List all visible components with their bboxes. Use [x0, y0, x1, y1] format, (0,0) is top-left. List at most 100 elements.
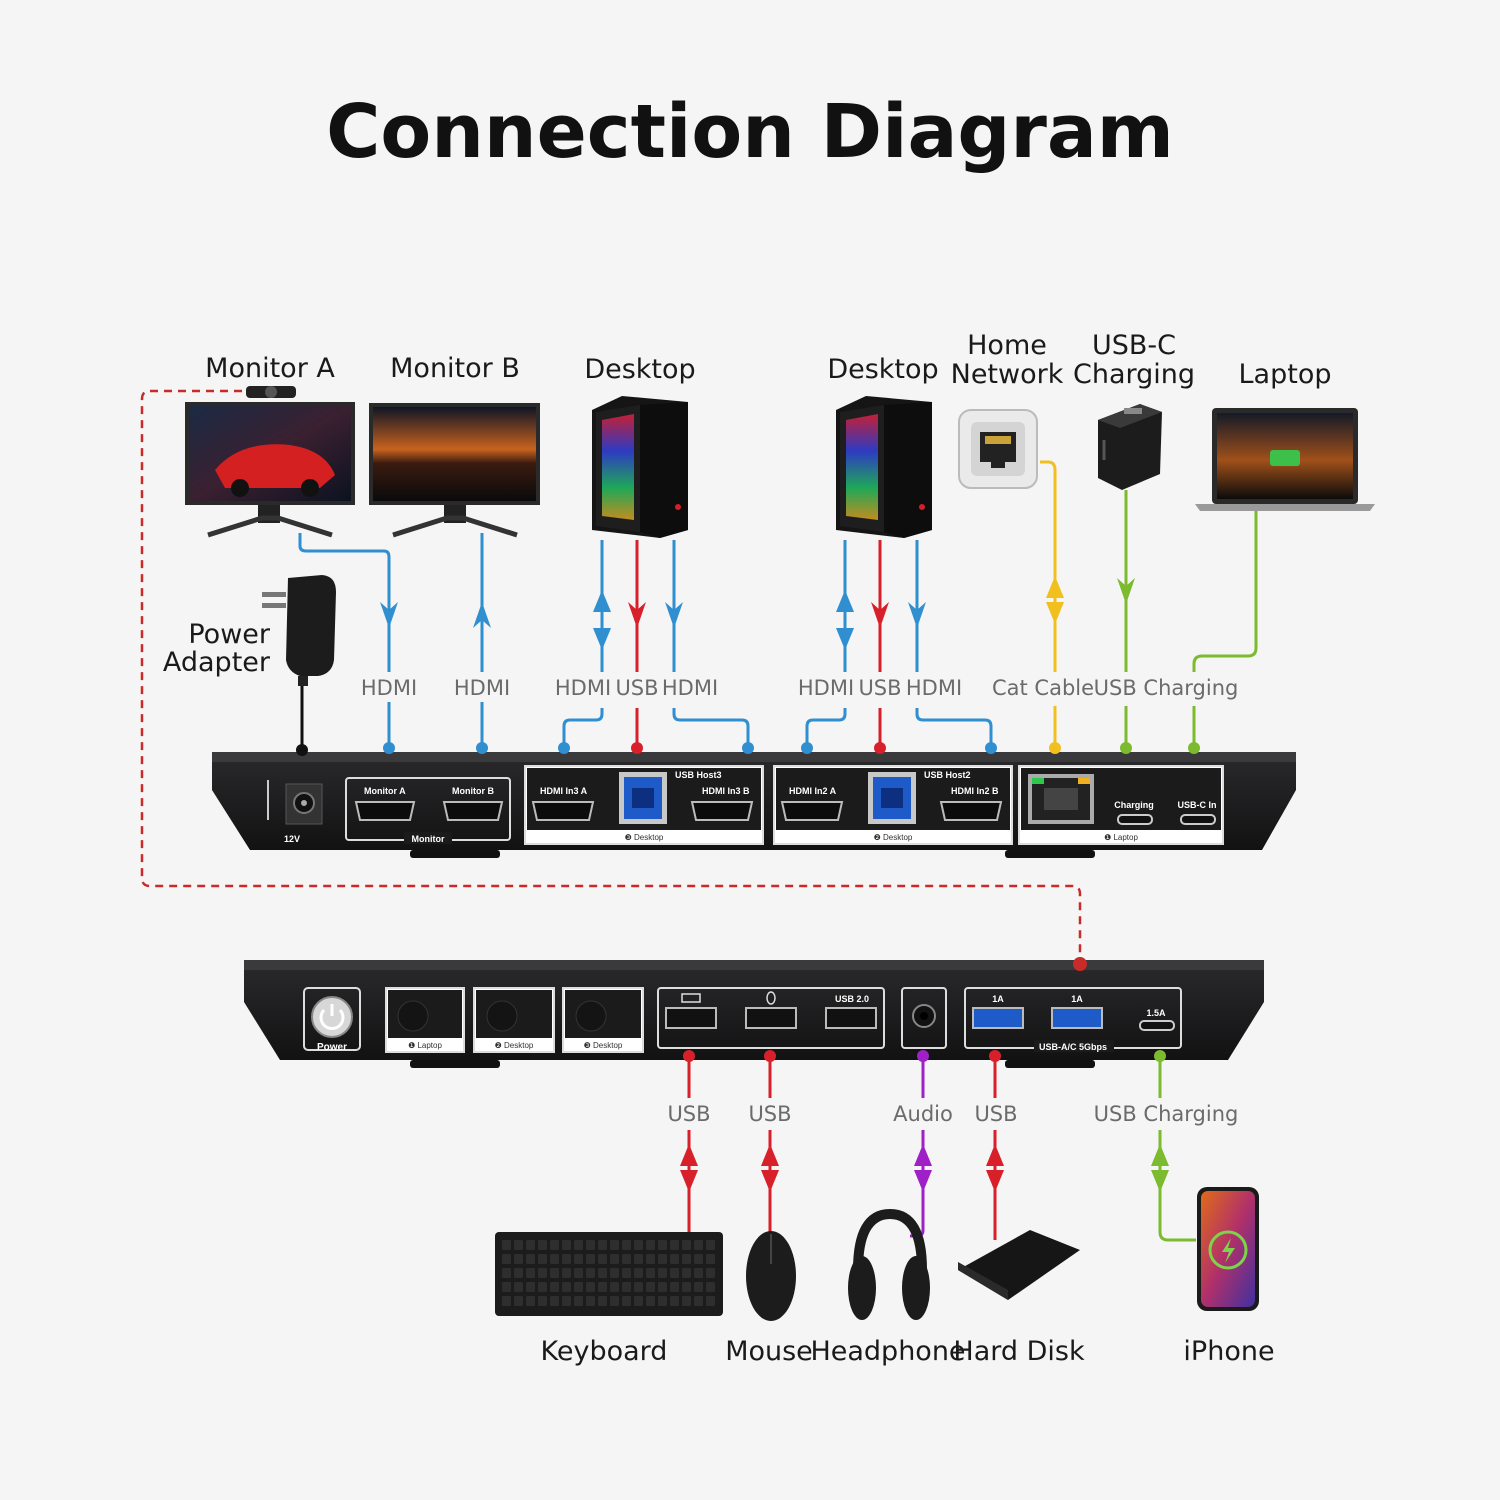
bottom-cable-label-2: USB — [748, 1102, 791, 1126]
keyboard-device — [495, 1232, 723, 1316]
cable-desktop2-hdmi-b — [915, 540, 993, 748]
cable-label-4: USB — [615, 676, 658, 700]
cable-monitor-a — [298, 533, 391, 748]
keyboard-key — [706, 1296, 715, 1306]
usbc-charger-device — [1098, 404, 1162, 490]
keyboard-key — [610, 1254, 619, 1264]
keyboard-key — [646, 1254, 655, 1264]
power-adapter-label-1: Power — [188, 619, 271, 650]
keyboard-key — [670, 1296, 679, 1306]
home-network-label-1: Home — [967, 330, 1047, 361]
keyboard-key — [550, 1254, 559, 1264]
keyboard-key — [634, 1240, 643, 1250]
bottom-cable-label-5: USB Charging — [1094, 1102, 1239, 1126]
keyboard-key — [502, 1268, 511, 1278]
kvm-rear-panel: 12V Monitor A Monitor B Monitor USB Host… — [212, 752, 1296, 858]
keyboard-label: Keyboard — [541, 1336, 668, 1367]
keyboard-key — [622, 1282, 631, 1292]
keyboard-key — [670, 1268, 679, 1278]
keyboard-key — [682, 1296, 691, 1306]
keyboard-key — [610, 1282, 619, 1292]
keyboard-key — [586, 1240, 595, 1250]
cable-label-6: HDMI — [798, 676, 854, 700]
mouse-device — [746, 1231, 796, 1321]
keyboard-key — [658, 1240, 667, 1250]
keyboard-key — [670, 1240, 679, 1250]
front-button-2[interactable]: ❷ Desktop — [473, 987, 555, 1053]
keyboard-key — [706, 1254, 715, 1264]
keyboard-key — [682, 1268, 691, 1278]
top-cables — [298, 460, 1258, 750]
headphone-device — [848, 1208, 930, 1320]
keyboard-key — [610, 1240, 619, 1250]
rear-host2-label: USB Host2 — [924, 770, 971, 780]
cable-label-10: USB Charging — [1094, 676, 1239, 700]
keyboard-key — [646, 1296, 655, 1306]
keyboard-key — [658, 1268, 667, 1278]
bottom-arrows — [680, 1144, 1169, 1192]
home-network-device — [958, 409, 1038, 489]
keyboard-key — [634, 1296, 643, 1306]
keyboard-key — [550, 1296, 559, 1306]
keyboard-key — [598, 1240, 607, 1250]
keyboard-key — [502, 1254, 511, 1264]
cable-label-3: HDMI — [555, 676, 611, 700]
keyboard-key — [550, 1268, 559, 1278]
cable-label-1: HDMI — [361, 676, 417, 700]
front-power-label: Power — [317, 1042, 347, 1053]
keyboard-key — [670, 1254, 679, 1264]
cable-headphone — [910, 1056, 925, 1238]
keyboard-key — [562, 1268, 571, 1278]
bottom-cable-label-1: USB — [667, 1102, 710, 1126]
power-adapter-device — [262, 575, 336, 686]
rear-host3-label: USB Host3 — [675, 770, 722, 780]
rear-group3-label: ❸ Desktop — [625, 833, 664, 842]
keyboard-key — [538, 1282, 547, 1292]
keyboard-key — [562, 1296, 571, 1306]
link-dashed-line — [140, 389, 1082, 962]
keyboard-key — [598, 1282, 607, 1292]
keyboard-key — [526, 1282, 535, 1292]
keyboard-key — [526, 1240, 535, 1250]
keyboard-key — [610, 1296, 619, 1306]
keyboard-key — [706, 1282, 715, 1292]
keyboard-key — [682, 1282, 691, 1292]
monitor-a-label: Monitor A — [205, 353, 335, 384]
front-15a-label: 1.5A — [1146, 1008, 1166, 1018]
keyboard-key — [634, 1254, 643, 1264]
monitor-b-label: Monitor B — [390, 353, 520, 384]
front-btn3-label: ❸ Desktop — [584, 1041, 623, 1050]
bottom-cable-label-4: USB — [974, 1102, 1017, 1126]
bottom-cable-label-3: Audio — [893, 1102, 953, 1126]
front-button-3[interactable]: ❸ Desktop — [562, 987, 644, 1053]
top-arrows — [380, 576, 1135, 650]
keyboard-key — [694, 1240, 703, 1250]
keyboard-key — [706, 1268, 715, 1278]
rear-hdmi-in2a-label: HDMI In2 A — [789, 786, 837, 796]
usbc-charging-label-1: USB-C — [1092, 330, 1176, 361]
cable-desktop3-hdmi-b — [672, 540, 750, 748]
power-adapter-label-2: Adapter — [163, 647, 271, 678]
keyboard-key — [574, 1240, 583, 1250]
front-btn2-label: ❷ Desktop — [495, 1041, 534, 1050]
keyboard-key — [658, 1296, 667, 1306]
keyboard-key — [502, 1282, 511, 1292]
laptop-label: Laptop — [1239, 359, 1332, 390]
front-usb20-label: USB 2.0 — [835, 994, 869, 1004]
cable-iphone — [1158, 1056, 1196, 1242]
headphone-label: Headphone — [810, 1336, 965, 1367]
keyboard-key — [574, 1296, 583, 1306]
front-usb-group-label: USB-A/C 5Gbps — [1039, 1042, 1107, 1052]
keyboard-key — [538, 1240, 547, 1250]
desktop-3-label: Desktop — [584, 354, 695, 385]
usbc-charging-label-2: Charging — [1073, 359, 1195, 390]
keyboard-key — [538, 1254, 547, 1264]
keyboard-key — [586, 1254, 595, 1264]
keyboard-key — [622, 1240, 631, 1250]
keyboard-key — [586, 1268, 595, 1278]
monitor-b-device — [369, 403, 540, 538]
front-button-1[interactable]: ❶ Laptop — [385, 987, 465, 1053]
rear-hdmi-in3b-label: HDMI In3 B — [702, 786, 750, 796]
keyboard-key — [694, 1282, 703, 1292]
